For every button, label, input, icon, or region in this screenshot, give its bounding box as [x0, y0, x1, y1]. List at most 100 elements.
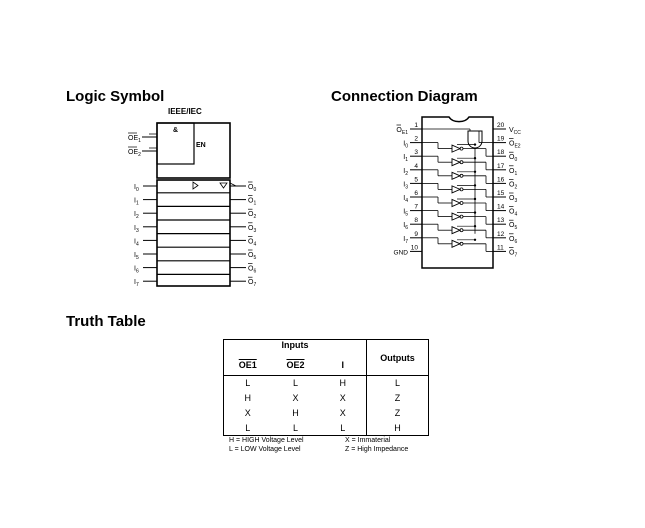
- enable-input-label: OE1: [128, 135, 141, 144]
- right-pin-label: O3: [509, 195, 517, 204]
- table-cell: X: [319, 405, 367, 421]
- junction-dot: [473, 197, 477, 201]
- junction-dot: [473, 225, 477, 228]
- buffer-triangle: [451, 226, 462, 235]
- note-row: L = LOW Voltage Level Z = High Impedance: [229, 445, 408, 454]
- data-output-label: O1: [248, 198, 256, 207]
- junction-dot: [473, 211, 477, 214]
- right-pin-number: 20: [497, 122, 505, 129]
- table-cell: L: [366, 375, 429, 391]
- left-pin-label: I7: [403, 236, 408, 245]
- right-pin-number: 19: [497, 136, 505, 143]
- left-pin-label: I6: [403, 222, 408, 231]
- buffer-triangle: [451, 158, 462, 167]
- col-oe2-header: OE2: [271, 355, 320, 376]
- right-pin-number: 17: [497, 163, 505, 170]
- junction-dot: [473, 157, 477, 160]
- table-cell: H: [223, 390, 272, 406]
- table-cell: H: [366, 420, 429, 436]
- truth-table-title: Truth Table: [66, 313, 146, 330]
- ic-internal-logic: [422, 128, 493, 252]
- inversion-flag: [229, 182, 237, 187]
- right-pin-label: VCC: [509, 127, 521, 136]
- note-immaterial: X = Immaterial: [345, 437, 391, 444]
- right-pin-number: 13: [497, 217, 505, 224]
- left-pin-label: I3: [403, 181, 408, 190]
- right-pin-label: O6: [509, 236, 517, 245]
- data-output-label: O3: [248, 225, 256, 234]
- three-state-symbol: [219, 182, 228, 189]
- col-oe2-text: OE2: [286, 360, 305, 371]
- table-cell: L: [292, 378, 298, 389]
- right-pin-label: OE2: [509, 141, 521, 150]
- right-pin-label: O4: [509, 209, 517, 218]
- data-output-label: O2: [248, 211, 256, 220]
- left-pin-number: 8: [414, 217, 418, 224]
- table-cell: H: [292, 408, 299, 418]
- buffer-triangle: [451, 144, 462, 153]
- junction-dot: [473, 238, 477, 241]
- data-input-label: I5: [134, 252, 139, 261]
- left-pin-label: I0: [403, 141, 408, 150]
- junction-dot: [473, 184, 477, 187]
- enable-gate: [467, 130, 483, 149]
- table-cell: L: [223, 420, 272, 436]
- logic-symbol-title: Logic Symbol: [66, 88, 165, 105]
- buffer-triangle: [451, 198, 462, 208]
- left-pin-label: I1: [403, 154, 408, 163]
- right-pin-label: O1: [509, 168, 517, 177]
- and-block: [156, 122, 195, 165]
- table-cell: H: [319, 375, 367, 391]
- right-pin-label: O5: [509, 222, 517, 231]
- data-output-label: O4: [248, 238, 256, 247]
- left-pin-label: OE1: [396, 127, 408, 136]
- enable-input-label: OE2: [128, 149, 141, 158]
- col-i-header: I: [319, 355, 367, 376]
- note-low: L = LOW Voltage Level: [229, 446, 301, 453]
- data-input-label: I2: [134, 211, 139, 220]
- left-pin-label: I4: [403, 195, 408, 204]
- left-pin-number: 10: [411, 244, 419, 251]
- right-pin-label: O0: [509, 154, 517, 163]
- left-pin-label: I2: [403, 168, 408, 177]
- junction-dot: [473, 143, 477, 146]
- table-cell: Z: [366, 390, 429, 406]
- table-cell: X: [223, 405, 272, 421]
- right-pin-number: 12: [497, 231, 505, 238]
- right-pin-number: 15: [497, 190, 505, 197]
- data-output-label: O5: [248, 252, 256, 261]
- left-pin-number: 6: [414, 190, 418, 197]
- left-pin-label: I5: [403, 209, 408, 218]
- left-pin-number: 1: [414, 122, 418, 129]
- data-input-label: I6: [134, 266, 139, 275]
- right-pin-label: O2: [509, 181, 517, 190]
- buffer-triangle: [451, 185, 462, 194]
- left-pin-label: GND: [394, 249, 409, 256]
- table-cell: L: [223, 375, 272, 391]
- right-pin-number: 14: [497, 204, 505, 211]
- left-pin-number: 3: [414, 149, 418, 156]
- table-cell: L: [319, 420, 367, 436]
- col-oe1-header: OE1: [223, 355, 272, 376]
- data-output-label: O6: [248, 266, 256, 275]
- enable-label: EN: [196, 142, 206, 149]
- left-pin-number: 7: [414, 204, 418, 211]
- buffer-triangle: [451, 171, 462, 180]
- col-oe1-text: OE1: [238, 360, 257, 371]
- data-input-label: I3: [134, 225, 139, 234]
- buffer-symbol: [192, 181, 199, 190]
- note-high-impedance: Z = High Impedance: [345, 446, 409, 453]
- and-symbol: &: [173, 127, 178, 134]
- data-output-label: O0: [248, 184, 256, 193]
- left-pin-number: 4: [414, 163, 418, 170]
- connection-diagram-title: Connection Diagram: [331, 88, 478, 105]
- table-cell: L: [271, 420, 320, 436]
